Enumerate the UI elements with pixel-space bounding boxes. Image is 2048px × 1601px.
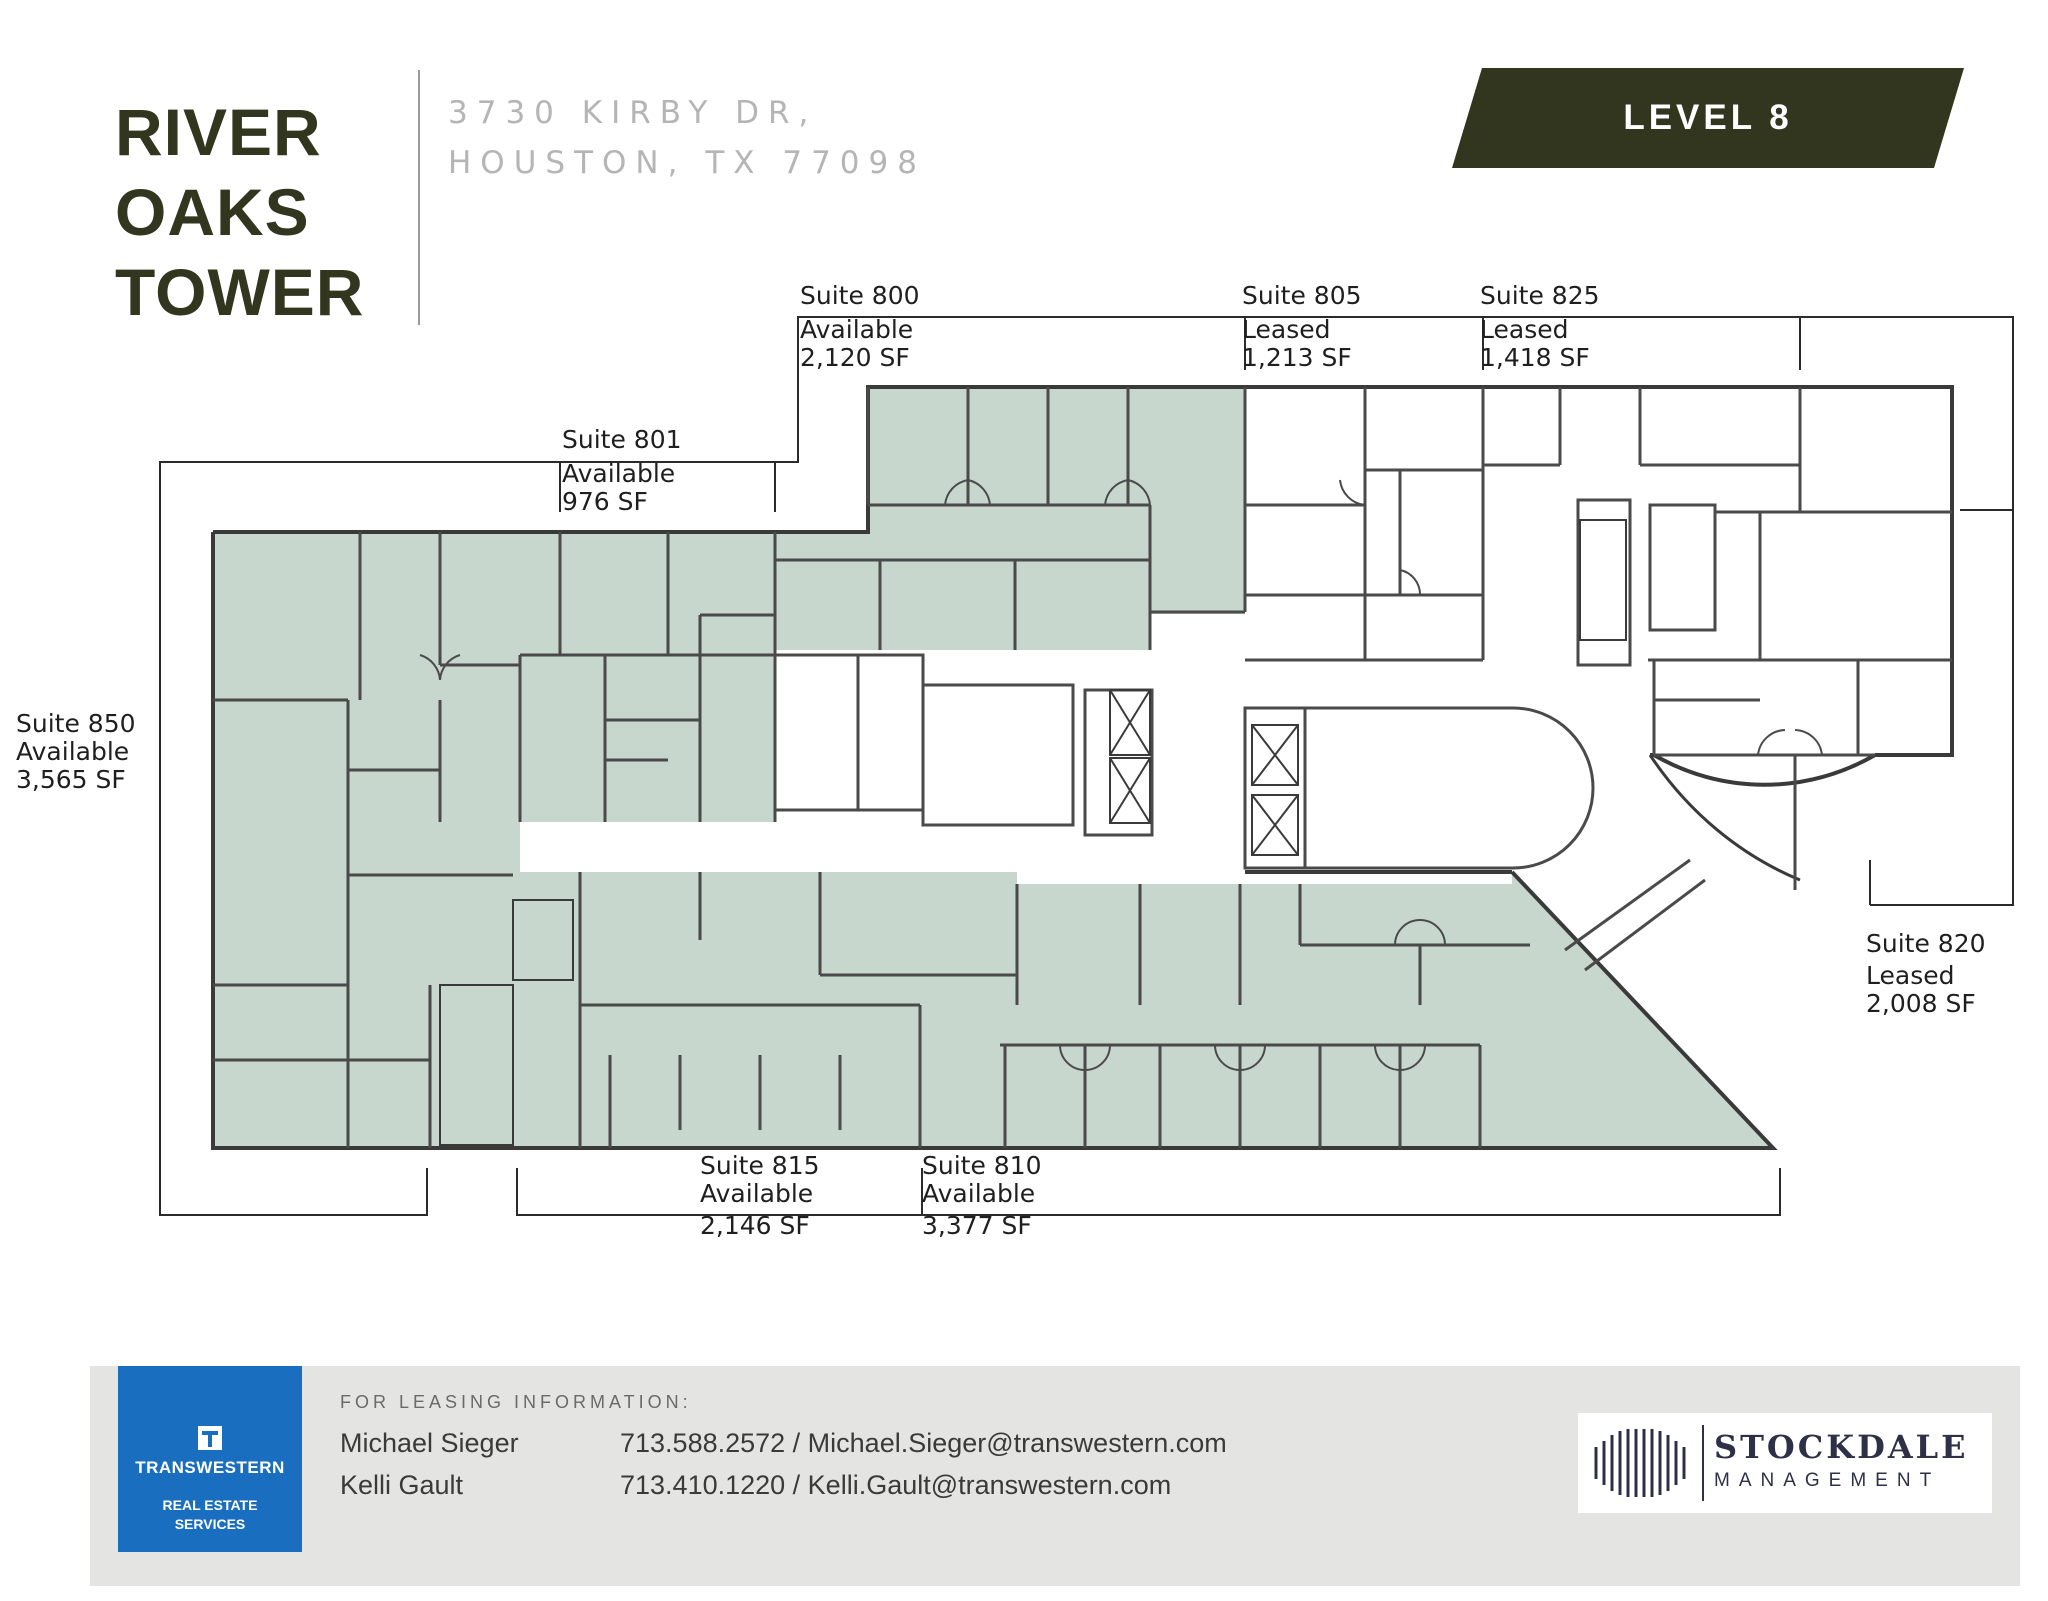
suite-801-area: [560, 532, 775, 822]
suite-name: Suite 801: [562, 425, 682, 454]
suite-825-label: Suite 825 Leased 1,418 SF: [1480, 282, 1600, 372]
transwestern-sub: REAL ESTATE SERVICES: [118, 1496, 302, 1534]
suite-area: 3,565 SF: [16, 765, 126, 794]
building-title-line: TOWER: [115, 255, 365, 329]
suite-name: Suite 800: [800, 281, 920, 310]
address-line: 3730 KIRBY DR,: [448, 95, 818, 131]
level-badge-shape: [1452, 68, 1964, 168]
suite-801-label: Suite 801 Available 976 SF: [562, 426, 682, 516]
suite-820-label: Suite 820 Leased 2,008 SF: [1866, 930, 1986, 1018]
transwestern-sub-line: SERVICES: [174, 1516, 246, 1532]
suite-area: 976 SF: [562, 487, 648, 516]
interior-walls: [213, 387, 1952, 1148]
building-title-line: RIVER: [115, 95, 322, 169]
building-address: 3730 KIRBY DR, HOUSTON, TX 77098: [448, 88, 926, 188]
contact-name: Michael Sieger: [340, 1428, 519, 1458]
suite-name: Suite 850: [16, 709, 136, 738]
floor-plan: [159, 316, 2014, 1216]
suite-area: 1,213 SF: [1242, 343, 1352, 372]
suite-status: Available: [800, 315, 914, 344]
stockdale-sub: MANAGEMENT: [1714, 1470, 1941, 1491]
stockdale-building-icon: [1594, 1429, 1686, 1497]
suite-850-label: Suite 850 Available 3,565 SF: [16, 710, 136, 794]
building-title-line: OAKS: [115, 175, 310, 249]
suite-name: Suite 805: [1242, 281, 1362, 310]
address-line: HOUSTON, TX 77098: [448, 145, 926, 181]
suite-area: 1,418 SF: [1480, 343, 1590, 372]
suite-800-label: Suite 800 Available 2,120 SF: [800, 282, 920, 372]
transwestern-logo: TRANSWESTERN REAL ESTATE SERVICES: [118, 1366, 302, 1552]
contact-name: Kelli Gault: [340, 1470, 464, 1500]
suite-status: Leased: [1480, 315, 1569, 344]
suite-name: Suite 820: [1866, 929, 1986, 958]
stockdale-divider: [1702, 1425, 1704, 1501]
suite-status: Leased: [1866, 961, 1955, 990]
building-outline: [211, 385, 1954, 1150]
suite-name: Suite 815: [700, 1151, 820, 1180]
contact-detail[interactable]: 713.410.1220 / Kelli.Gault@transwestern.…: [620, 1470, 1172, 1500]
suite-status: Available: [562, 459, 676, 488]
suite-810-label: Suite 810 Available 3,377 SF: [922, 1152, 1042, 1240]
suite-brackets: [159, 316, 2014, 1216]
suite-area: 2,008 SF: [1866, 989, 1976, 1018]
transwestern-mark-icon: [198, 1426, 222, 1450]
suite-status: Available: [700, 1179, 814, 1208]
available-areas: [213, 387, 1773, 1148]
suite-area: 2,146 SF: [700, 1211, 810, 1240]
level-badge: LEVEL 8: [1623, 98, 1793, 137]
suite-815-label: Suite 815 Available 2,146 SF: [700, 1152, 820, 1240]
stockdale-name: STOCKDALE: [1714, 1428, 1969, 1466]
suite-area: 2,120 SF: [800, 343, 910, 372]
suite-area: 3,377 SF: [922, 1211, 1032, 1240]
suite-name: Suite 825: [1480, 281, 1600, 310]
building-title: RIVER OAKS TOWER: [115, 92, 364, 332]
header-divider: [418, 70, 420, 325]
transwestern-sub-line: REAL ESTATE: [162, 1497, 258, 1513]
suite-status: Available: [922, 1179, 1036, 1208]
stockdale-logo: [1578, 1413, 1992, 1513]
suite-status: Leased: [1242, 315, 1331, 344]
transwestern-name: TRANSWESTERN: [135, 1458, 285, 1477]
door-swings: [419, 479, 1823, 1071]
suite-810-area: [920, 872, 1773, 1148]
leasing-heading: FOR LEASING INFORMATION:: [340, 1392, 692, 1412]
stairs-elevators: [439, 519, 1627, 1146]
suite-805-label: Suite 805 Leased 1,213 SF: [1242, 282, 1362, 372]
suite-name: Suite 810: [922, 1151, 1042, 1180]
suite-status: Available: [16, 737, 130, 766]
contact-detail[interactable]: 713.588.2572 / Michael.Sieger@transweste…: [620, 1428, 1227, 1458]
